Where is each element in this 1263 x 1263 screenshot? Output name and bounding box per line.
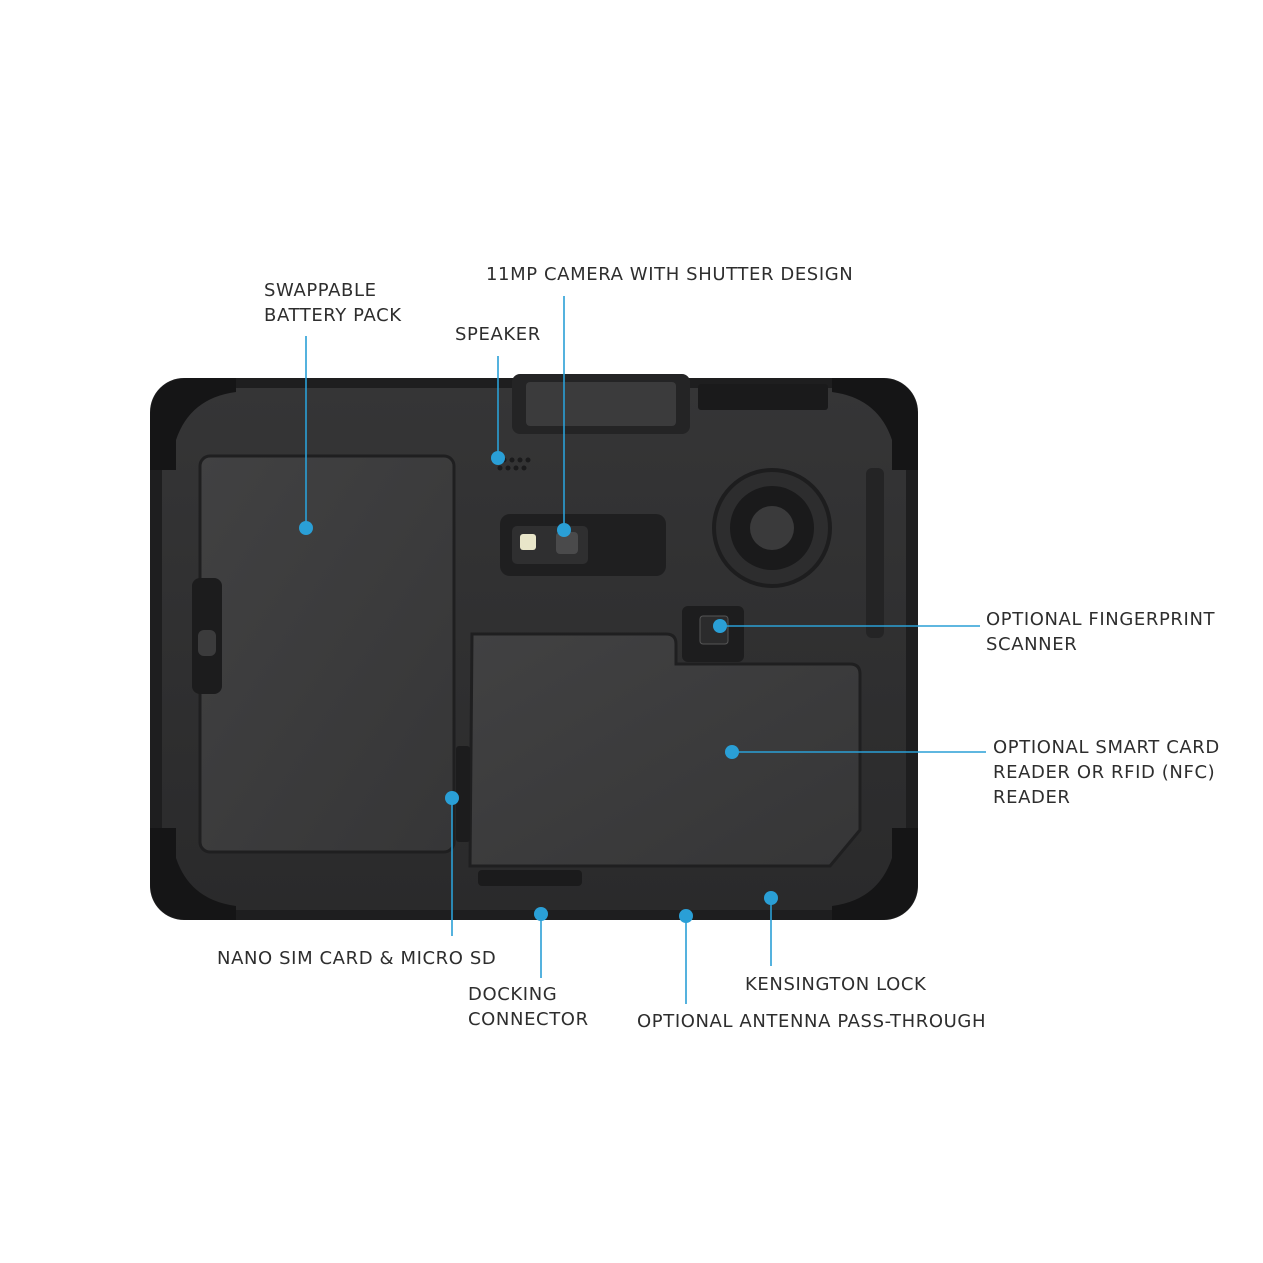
docking-marker (534, 907, 548, 921)
speaker-label: SPEAKER (455, 324, 541, 345)
docking-label: DOCKING CONNECTOR (468, 984, 589, 1030)
tablet-body (150, 374, 918, 920)
camera-marker (557, 523, 571, 537)
fingerprint-marker (713, 619, 727, 633)
leader-lines (305, 296, 986, 1004)
kensington-label: KENSINGTON LOCK (745, 974, 927, 995)
antenna-label: OPTIONAL ANTENNA PASS-THROUGH (637, 1011, 987, 1032)
smartcard-label: OPTIONAL SMART CARD READER OR RFID (NFC)… (993, 737, 1220, 808)
sim-label: NANO SIM CARD & MICRO SD (217, 948, 497, 969)
antenna-marker (679, 909, 693, 923)
sim-marker (445, 791, 459, 805)
battery-marker (299, 521, 313, 535)
fingerprint-label: OPTIONAL FINGERPRINT SCANNER (986, 609, 1216, 655)
kensington-marker (764, 891, 778, 905)
camera-label: 11MP CAMERA WITH SHUTTER DESIGN (486, 264, 854, 285)
smartcard-marker (725, 745, 739, 759)
speaker-marker (491, 451, 505, 465)
battery-label: SWAPPABLE BATTERY PACK (264, 280, 402, 326)
